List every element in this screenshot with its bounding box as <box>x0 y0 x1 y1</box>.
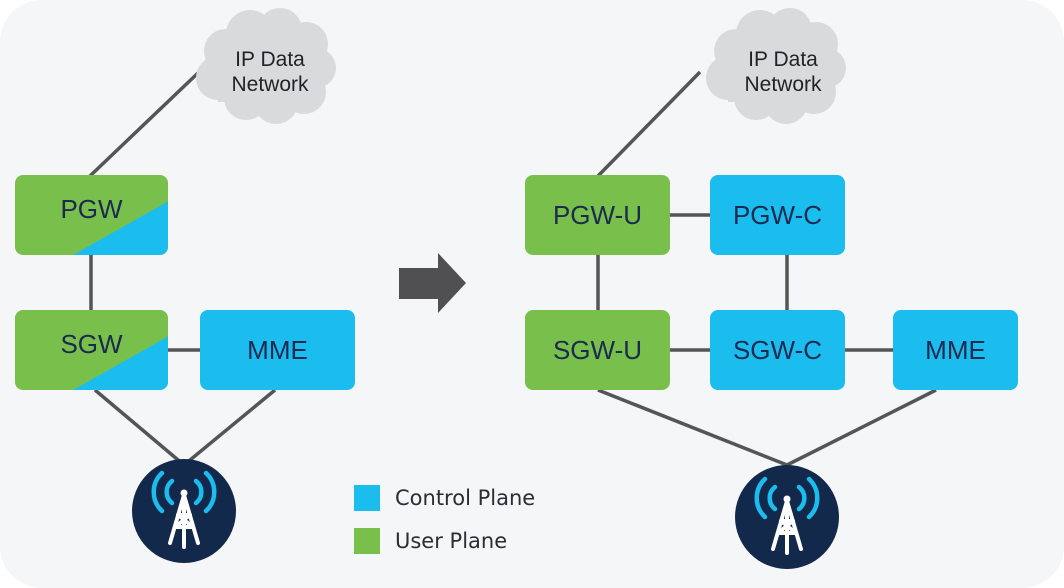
legend-label: User Plane <box>395 529 508 553</box>
legend-item-user-plane: User Plane <box>354 528 535 554</box>
node-label: PGW <box>60 193 123 224</box>
cloud-label: IP Data Network <box>718 47 848 97</box>
node-label: MME <box>925 334 986 365</box>
link-mme-tower <box>786 388 937 467</box>
node-label: SGW <box>60 328 123 359</box>
link-pgwu-cloud <box>596 70 702 178</box>
node-sgw-c: SGW-C <box>710 310 845 390</box>
cloud-label-line2: Network <box>231 73 309 96</box>
legend-swatch-control <box>354 485 380 511</box>
legend-label: Control Plane <box>395 486 536 510</box>
cloud-label-line1: IP Data <box>748 48 818 71</box>
link-sgwu-tower <box>597 388 788 467</box>
node-mme: MME <box>200 310 355 390</box>
legend-item-control-plane: Control Plane <box>354 485 535 511</box>
node-label: MME <box>247 334 308 365</box>
node-label: PGW-U <box>552 199 643 230</box>
legend: Control Plane User Plane <box>354 485 535 571</box>
link-pgw-cloud <box>88 71 200 178</box>
node-label: SGW-C <box>732 334 823 365</box>
node-pgw: PGW <box>15 175 168 255</box>
node-label: PGW-C <box>732 199 823 230</box>
cell-tower-icon <box>735 465 839 569</box>
node-mme: MME <box>893 310 1018 390</box>
cloud-label-line1: IP Data <box>235 48 305 71</box>
cell-tower-icon <box>132 459 236 563</box>
legend-swatch-user <box>354 528 380 554</box>
node-label: SGW-U <box>552 334 643 365</box>
cloud-label: IP Data Network <box>205 47 335 97</box>
node-sgw: SGW <box>15 310 168 390</box>
link-mme-tower <box>182 388 277 467</box>
cloud-label-line2: Network <box>744 73 822 96</box>
node-pgw-c: PGW-C <box>710 175 845 255</box>
link-sgw-tower <box>93 388 186 467</box>
node-sgw-u: SGW-U <box>525 310 670 390</box>
right-arrow-icon <box>399 253 466 313</box>
node-pgw-u: PGW-U <box>525 175 670 255</box>
